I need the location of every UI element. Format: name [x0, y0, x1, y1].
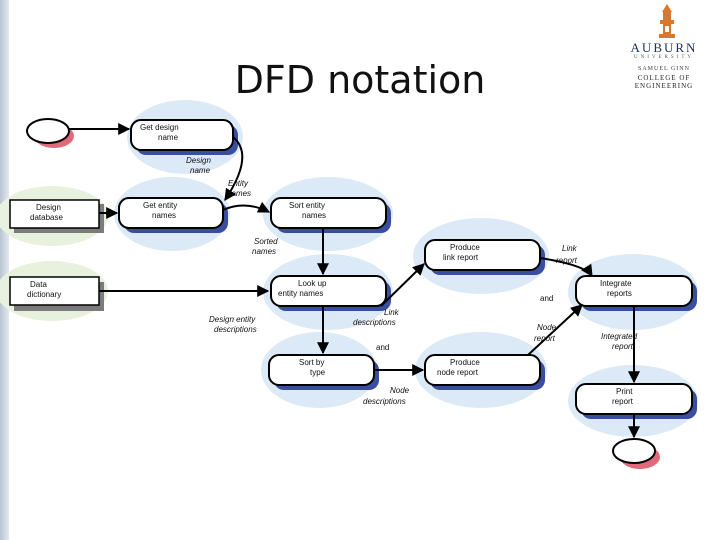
flows-and-1-label: and [540, 294, 553, 303]
logo-name: AUBURN [630, 40, 698, 55]
process-sort-entity-names: Sort entity names [270, 197, 391, 233]
processes-look-up-entity-names-0-label: Look up [298, 279, 327, 288]
data-stores-design-database-0-label: Design [36, 203, 61, 212]
flows-link-report-0-label: Link [562, 244, 578, 253]
processes-produce-node-report-0-label: Produce [450, 358, 480, 367]
process-produce-link-report: Produce link report [424, 239, 545, 275]
processes-produce-node-report-1-label: node report [437, 368, 479, 377]
flows-entity-names-1-label: names [227, 189, 251, 198]
process-integrate-reports: Integrate reports [575, 275, 697, 311]
data-flows [69, 123, 640, 439]
flows-design-entity-descriptions-0-label: Design entity [209, 315, 256, 324]
flow-link-report [539, 257, 593, 278]
process-get-entity-names: Get entity names [118, 197, 228, 233]
flows-node-descriptions-1-label: descriptions [363, 397, 406, 406]
process-get-design-name: Get design name [130, 119, 238, 155]
process-produce-node-report: Produce node report [424, 354, 545, 390]
logo-college-line1: SAMUEL GINN [638, 66, 690, 72]
process-sort-by-type: Sort by type [268, 354, 379, 390]
sink-terminator [612, 438, 660, 469]
flow-link-descriptions [380, 263, 425, 307]
processes-integrate-reports-0-label: Integrate [600, 279, 632, 288]
flows-design-name-1-label: name [190, 166, 211, 175]
processes-look-up-entity-names-1-label: entity names [278, 289, 323, 298]
flows-link-descriptions-0-label: Link [384, 308, 400, 317]
data-stores-data-dictionary-0-label: Data [30, 280, 47, 289]
flows-design-name-0-label: Design [186, 156, 211, 165]
flows-integrated-report-1-label: report [612, 342, 634, 351]
processes-sort-by-type-0-label: Sort by [299, 358, 324, 367]
flows-entity-names-0-label: Entity [228, 179, 249, 188]
processes-print-report-1-label: report [612, 397, 634, 406]
processes-get-entity-names-1-label: names [152, 211, 176, 220]
processes-get-design-name-0-label: Get design [140, 123, 179, 132]
process-print-report: Print report [575, 383, 697, 419]
flows-link-report-1-label: report [556, 256, 578, 265]
flows-integrated-report-0-label: Integrated [601, 332, 638, 341]
processes-print-report-0-label: Print [616, 387, 633, 396]
logo-college-line2: COLLEGE OF ENGINEERING [634, 74, 694, 90]
flows-sorted-names-0-label: Sorted [254, 237, 278, 246]
flows-sorted-names-1-label: names [252, 247, 276, 256]
processes-sort-by-type-1-label: type [310, 368, 326, 377]
processes-sort-entity-names-1-label: names [302, 211, 326, 220]
slide-left-strip [0, 0, 9, 540]
processes-sort-entity-names-0-label: Sort entity [289, 201, 325, 210]
processes-produce-link-report-1-label: link report [443, 253, 479, 262]
flows-design-entity-descriptions-1-label: descriptions [214, 325, 257, 334]
tower-icon [659, 4, 675, 38]
data-stores-data-dictionary-1-label: dictionary [27, 290, 61, 299]
flow-labels: Design name Entity names Sorted names Li… [186, 156, 638, 406]
flows-node-descriptions-0-label: Node [390, 386, 410, 395]
processes-get-entity-names-0-label: Get entity [143, 201, 177, 210]
auburn-logo: AUBURN UNIVERSITY SAMUEL GINN COLLEGE OF… [612, 4, 720, 90]
flow-entity-names [222, 201, 271, 213]
processes-integrate-reports-1-label: reports [607, 289, 632, 298]
flows-link-descriptions-1-label: descriptions [353, 318, 396, 327]
logo-subtitle: UNIVERSITY [634, 55, 694, 60]
slide-title: DFD notation [234, 58, 486, 102]
flows-node-report-0-label: Node [537, 323, 557, 332]
flows-node-report-1-label: report [534, 334, 556, 343]
process-look-up-entity-names: Look up entity names [270, 275, 391, 311]
processes-get-design-name-1-label: name [158, 133, 179, 142]
source-terminator [26, 118, 74, 148]
processes-produce-link-report-0-label: Produce [450, 243, 480, 252]
data-store-data-dictionary: Data dictionary [9, 276, 104, 311]
data-stores-design-database-1-label: database [30, 213, 63, 222]
flow-node-report [527, 304, 583, 356]
data-store-design-database: Design database [9, 199, 104, 233]
flow-design-name [224, 136, 244, 201]
flows-and-2-label: and [376, 343, 389, 352]
